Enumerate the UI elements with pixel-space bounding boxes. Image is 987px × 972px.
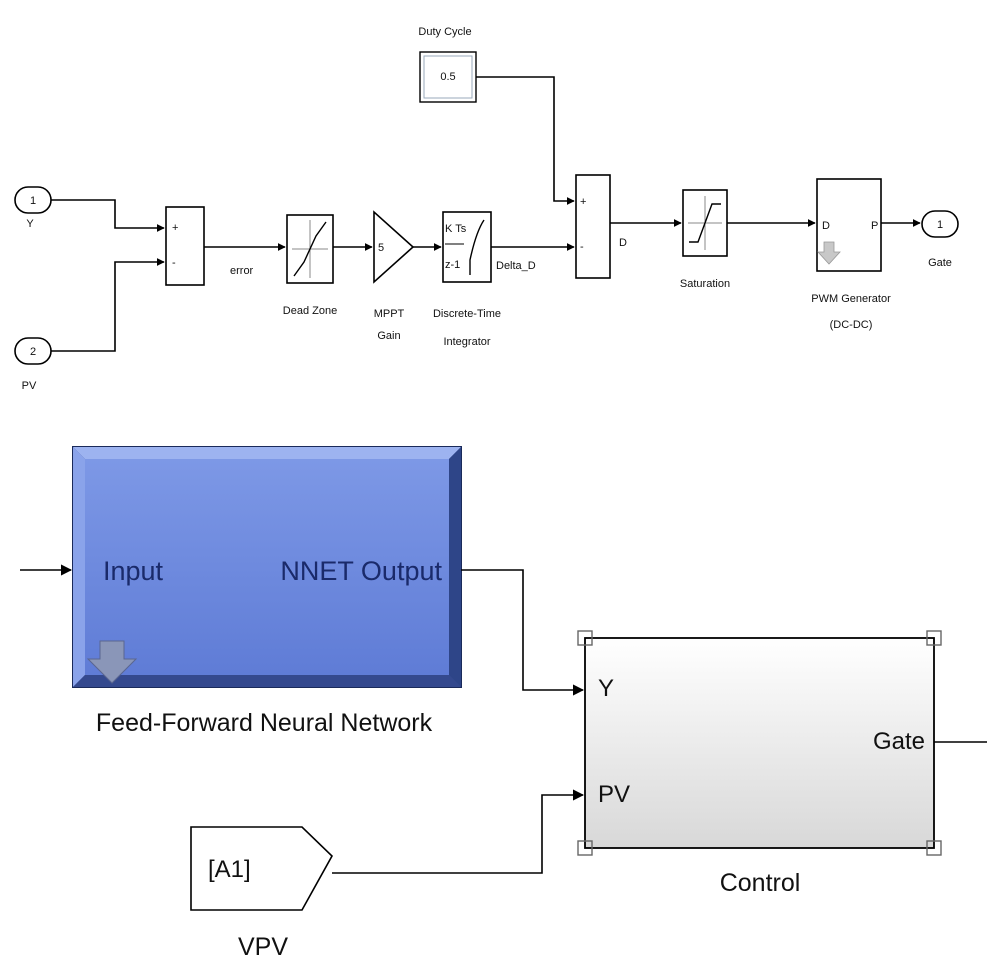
dead-zone-label: Dead Zone xyxy=(283,305,337,317)
wire-pv-to-sum1 xyxy=(51,258,165,352)
control-port-pv-label: PV xyxy=(598,781,630,808)
outport-gate-oval xyxy=(921,210,959,238)
gain-triangle xyxy=(373,210,415,284)
feed-forward-neural-network-block[interactable]: Input NNET Output Feed-Forward Neural Ne… xyxy=(72,446,462,737)
wire-nnet-to-control-y xyxy=(461,569,585,696)
pwm-generator-block[interactable]: D P PWM Generator (DC-DC) xyxy=(811,178,891,331)
bottom-signal-lines xyxy=(20,564,987,874)
control-port-y-label: Y xyxy=(598,675,614,702)
control-subsystem-block[interactable]: Y PV Gate Control xyxy=(577,630,942,897)
inport-pv-block[interactable]: 2 PV xyxy=(14,337,52,392)
sum2-box xyxy=(575,174,611,279)
outport-gate-label: Gate xyxy=(928,257,952,269)
signal-error-label: error xyxy=(230,265,254,277)
resize-handle-top-left[interactable] xyxy=(577,630,593,646)
from-tag-shape xyxy=(190,826,333,911)
saturation-icon xyxy=(689,203,721,243)
inport-y-number: 1 xyxy=(30,195,36,207)
sum2-block[interactable]: + - xyxy=(575,174,611,279)
inport-y-block[interactable]: 1 Y xyxy=(14,186,52,230)
integrator-box xyxy=(442,211,492,283)
inport-y-label: Y xyxy=(26,218,34,230)
sum2-plus-sign: + xyxy=(580,196,586,208)
nnet-input-port-label: Input xyxy=(103,556,164,586)
top-signal-lines xyxy=(51,76,921,352)
control-box xyxy=(584,637,935,849)
from-tag-value: [A1] xyxy=(208,856,251,883)
mppt-gain-block[interactable]: 5 MPPT Gain xyxy=(373,210,415,342)
outport-gate-block[interactable]: 1 Gate xyxy=(921,210,959,269)
sum1-block[interactable]: + - xyxy=(165,206,205,286)
nnet-block-name: Feed-Forward Neural Network xyxy=(96,709,433,737)
nnet-output-port-label: NNET Output xyxy=(280,556,442,586)
gain-label-line1: MPPT xyxy=(374,308,405,320)
duty-cycle-title: Duty Cycle xyxy=(418,26,471,38)
resize-handle-bottom-left[interactable] xyxy=(577,840,593,856)
from-tag-vpv-block[interactable]: [A1] VPV xyxy=(190,826,333,961)
control-port-gate-label: Gate xyxy=(873,728,925,755)
sum2-minus-sign: - xyxy=(580,241,584,253)
inport-pv-label: PV xyxy=(22,380,37,392)
pwm-port-p: P xyxy=(871,220,878,232)
from-tag-name: VPV xyxy=(238,933,288,961)
duty-cycle-constant-block[interactable]: Duty Cycle 0.5 xyxy=(418,26,477,103)
sum1-box xyxy=(165,206,205,286)
pwm-label-line2: (DC-DC) xyxy=(830,319,873,331)
integrator-numerator: K Ts xyxy=(445,223,467,235)
wire-y-to-sum1 xyxy=(51,199,165,232)
saturation-label: Saturation xyxy=(680,278,730,290)
mask-arrow-icon xyxy=(86,640,138,684)
duty-cycle-value: 0.5 xyxy=(440,71,455,83)
dead-zone-icon xyxy=(293,221,327,277)
mask-arrow-icon xyxy=(817,241,841,265)
resize-handle-bottom-right[interactable] xyxy=(926,840,942,856)
inport-pv-number: 2 xyxy=(30,346,36,358)
sum1-minus-sign: - xyxy=(172,257,176,269)
nnet-face xyxy=(85,459,449,675)
discrete-time-integrator-block[interactable]: K Ts z-1 Discrete-Time Integrator xyxy=(433,211,501,348)
integrator-label-line2: Integrator xyxy=(443,336,490,348)
dead-zone-block[interactable]: Dead Zone xyxy=(283,214,337,317)
control-block-name: Control xyxy=(720,869,801,897)
outport-gate-number: 1 xyxy=(937,219,943,231)
integrator-denominator: z-1 xyxy=(445,259,460,271)
gain-label-line2: Gain xyxy=(377,330,400,342)
resize-handle-top-right[interactable] xyxy=(926,630,942,646)
saturation-block[interactable]: Saturation xyxy=(680,189,730,290)
gain-value: 5 xyxy=(378,242,384,254)
pwm-label-line1: PWM Generator xyxy=(811,293,891,305)
wire-duty-cycle xyxy=(476,76,575,205)
signal-delta-d-label: Delta_D xyxy=(496,260,536,272)
integrator-icon xyxy=(469,219,485,275)
wire-vpv-to-control-pv xyxy=(332,789,585,874)
sum1-plus-sign: + xyxy=(172,222,178,234)
duty-cycle-inner-box xyxy=(423,55,473,99)
pwm-port-d: D xyxy=(822,220,830,232)
integrator-label-line1: Discrete-Time xyxy=(433,308,501,320)
signal-d-label: D xyxy=(619,237,627,249)
